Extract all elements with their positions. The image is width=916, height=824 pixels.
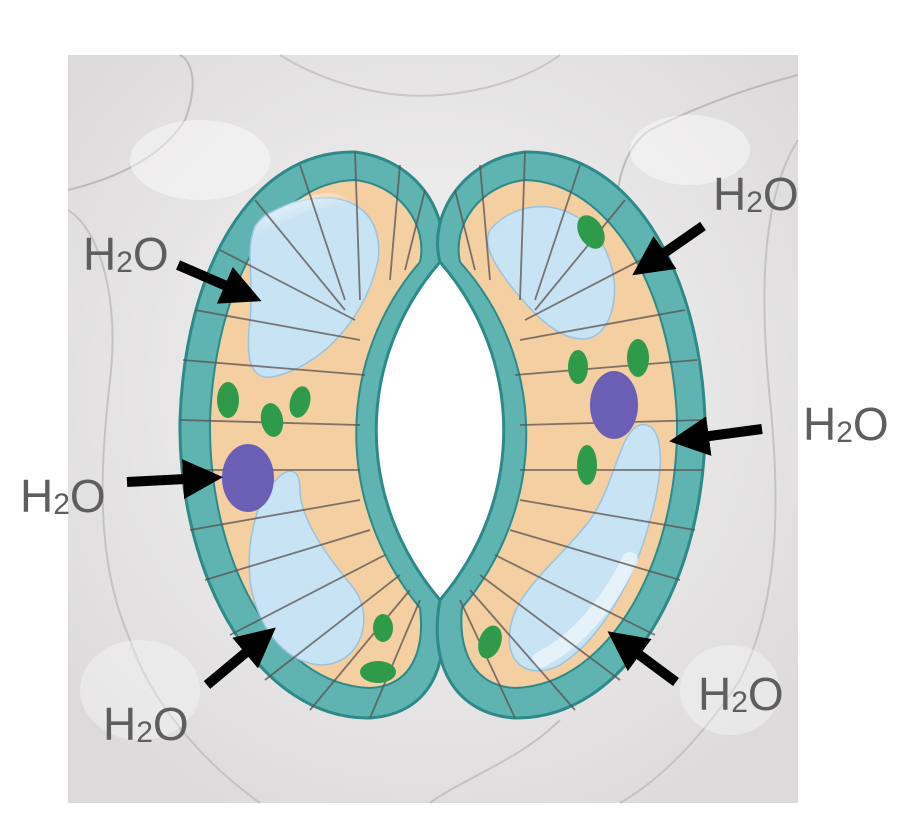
label-h2o-top-right: H2O bbox=[713, 168, 799, 220]
guard-cell-left bbox=[178, 150, 445, 720]
arrow-mid-left-icon bbox=[126, 459, 223, 500]
label-h2o-mid-left: H2O bbox=[20, 470, 106, 522]
chloroplasts-right bbox=[478, 215, 649, 659]
nucleus-left bbox=[222, 444, 274, 512]
arrow-bottom-right-icon bbox=[607, 631, 679, 687]
arrow-mid-right-icon bbox=[669, 416, 763, 456]
water-arrows bbox=[126, 221, 763, 689]
guard-cell-right bbox=[435, 150, 707, 720]
stomatal-pore bbox=[372, 262, 508, 600]
nucleus-right bbox=[590, 371, 638, 439]
arrow-top-right-icon bbox=[632, 221, 706, 276]
label-h2o-mid-right: H2O bbox=[803, 398, 889, 450]
label-h2o-top-left: H2O bbox=[83, 228, 169, 280]
chloroplasts-left bbox=[217, 382, 396, 683]
label-h2o-bottom-right: H2O bbox=[698, 668, 784, 720]
arrow-bottom-left-icon bbox=[203, 627, 276, 689]
arrow-top-left-icon bbox=[176, 260, 262, 304]
label-h2o-bottom-left: H2O bbox=[103, 698, 189, 750]
